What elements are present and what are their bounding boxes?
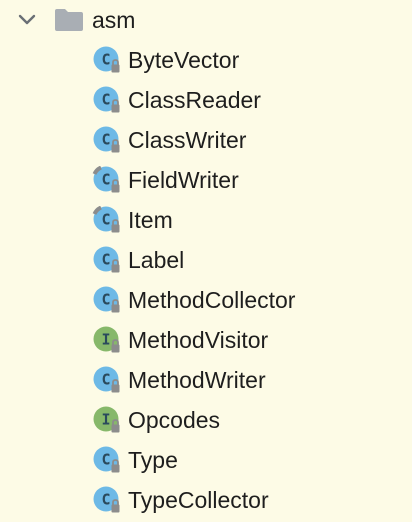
svg-text:I: I	[101, 331, 110, 349]
tree-item-label: TypeCollector	[128, 487, 269, 513]
tree-item-label: Opcodes	[128, 407, 221, 433]
tree-item[interactable]: C ClassWriter	[0, 120, 412, 160]
tree-item[interactable]: C ClassReader	[0, 80, 412, 120]
svg-text:C: C	[101, 291, 110, 309]
svg-text:C: C	[101, 51, 110, 69]
svg-text:C: C	[101, 491, 110, 509]
tree-item[interactable]: C ByteVector	[0, 40, 412, 80]
svg-text:C: C	[101, 451, 110, 469]
class-icon: C	[93, 366, 120, 393]
tree-item-label: MethodVisitor	[128, 327, 269, 353]
tree-item[interactable]: C Label	[0, 240, 412, 280]
tree-item-label: ByteVector	[128, 47, 240, 73]
tree-item-label: ClassReader	[128, 87, 261, 113]
svg-text:C: C	[101, 371, 110, 389]
svg-text:C: C	[101, 251, 110, 269]
class-icon: C	[93, 86, 120, 113]
tree-item-label: MethodWriter	[128, 367, 266, 393]
svg-text:C: C	[101, 91, 110, 109]
folder-icon	[55, 9, 83, 31]
modifier-badge-icon	[92, 206, 102, 215]
tree-item[interactable]: C Item	[0, 200, 412, 240]
interface-icon: I	[93, 406, 120, 433]
class-icon: C	[93, 486, 120, 513]
svg-text:I: I	[101, 411, 110, 429]
modifier-badge-icon	[92, 166, 102, 175]
lock-icon	[111, 139, 120, 153]
tree-item[interactable]: C MethodWriter	[0, 360, 412, 400]
class-icon: C	[93, 246, 120, 273]
class-icon: C	[93, 126, 120, 153]
tree-item-label: ClassWriter	[128, 127, 247, 153]
tree-item[interactable]: I Opcodes	[0, 400, 412, 440]
tree-item-label: Type	[128, 447, 178, 473]
lock-icon	[111, 379, 120, 393]
class-icon: C	[92, 166, 120, 193]
lock-icon	[111, 339, 120, 353]
folder-label: asm	[92, 7, 136, 33]
lock-icon	[111, 259, 120, 273]
lock-icon	[111, 419, 120, 433]
lock-icon	[111, 499, 120, 513]
tree-folder-asm[interactable]: asm	[0, 0, 412, 40]
tree-item[interactable]: C FieldWriter	[0, 160, 412, 200]
lock-icon	[111, 299, 120, 313]
tree-item-label: Label	[128, 247, 185, 273]
class-icon: C	[93, 286, 120, 313]
chevron-down-icon[interactable]	[16, 10, 38, 30]
tree-item-label: MethodCollector	[128, 287, 296, 313]
lock-icon	[111, 179, 120, 193]
tree-item[interactable]: C MethodCollector	[0, 280, 412, 320]
svg-text:C: C	[101, 211, 110, 229]
tree-item[interactable]: C Type	[0, 440, 412, 480]
tree-item[interactable]: C TypeCollector	[0, 480, 412, 520]
svg-text:C: C	[101, 131, 110, 149]
class-icon: C	[93, 446, 120, 473]
svg-text:C: C	[101, 171, 110, 189]
lock-icon	[111, 99, 120, 113]
lock-icon	[111, 219, 120, 233]
interface-icon: I	[93, 326, 120, 353]
tree-item[interactable]: I MethodVisitor	[0, 320, 412, 360]
lock-icon	[111, 59, 120, 73]
class-icon: C	[92, 206, 120, 233]
tree-item-label: Item	[128, 207, 173, 233]
tree-item-label: FieldWriter	[128, 167, 239, 193]
class-icon: C	[93, 46, 120, 73]
lock-icon	[111, 459, 120, 473]
